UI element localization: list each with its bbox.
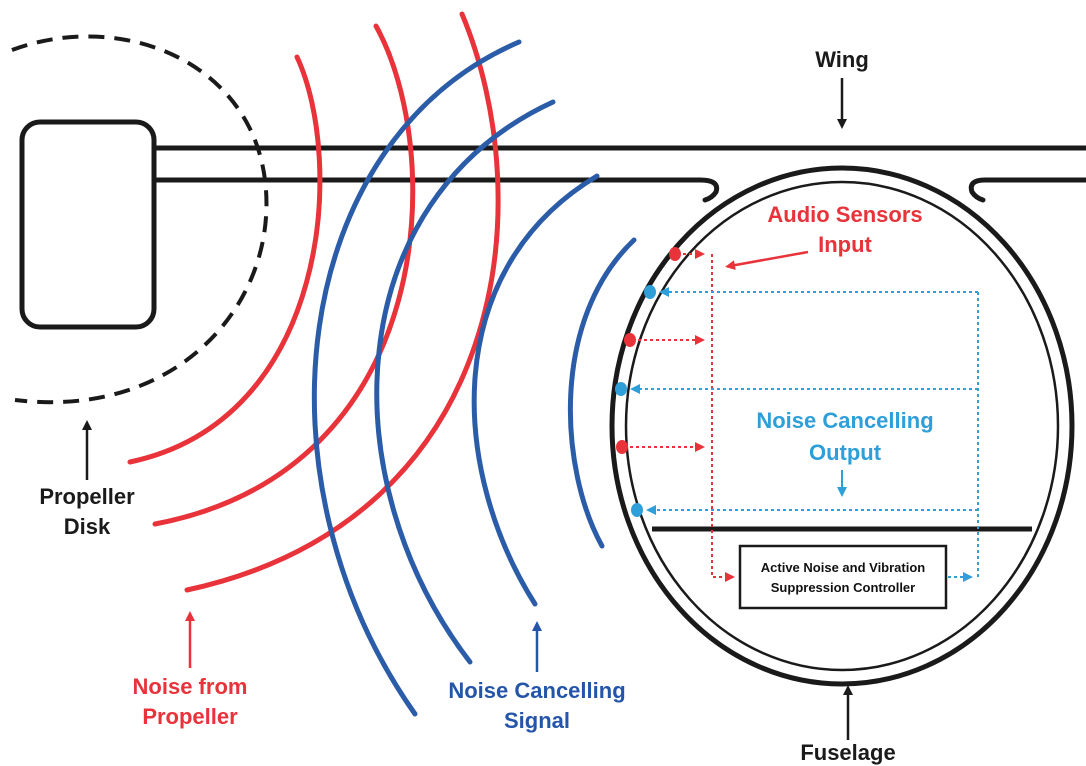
propeller-disk-label-line1: Propeller [39,484,135,509]
audio-sensors-label-line1: Audio Sensors [767,202,922,227]
noise-cancelling-output-label-line1: Noise Cancelling [756,408,933,433]
fuselage-inner [624,180,1060,672]
noise-from-propeller-label-line1: Noise from [133,674,248,699]
wing-bottom-edge-right [968,177,1086,203]
audio-sensor-dot-1 [669,247,681,261]
controller-box [738,544,948,610]
noise-cancelling-output-label-line2: Output [809,440,882,465]
controller-label-line1: Active Noise and Vibration [761,560,926,575]
cancel-wave-blue-3 [471,173,600,607]
wing-label: Wing [815,47,869,72]
cancel-wave-blue-4 [567,237,637,549]
speaker-dot-1 [644,285,656,299]
engine-nacelle [19,119,157,330]
noise-wave-red-3 [184,11,501,593]
fuselage-label: Fuselage [800,740,895,765]
wing-bottom-edge-left [151,177,720,203]
controller-label-line2: Suppression Controller [771,580,915,595]
noise-from-propeller-label-line2: Propeller [142,704,238,729]
audio-sensors-pointer-arrow [725,250,809,271]
propeller-disk-label-line2: Disk [64,514,111,539]
cancel-wave-blue-1 [311,39,522,717]
speaker-dot-2 [615,382,627,396]
audio-sensor-dot-2 [624,333,636,347]
audio-sensors-label-line2: Input [818,232,872,257]
noise-cancelling-signal-label-line1: Noise Cancelling [448,678,625,703]
speaker-dot-3 [631,503,643,517]
noise-wave-red-2 [152,23,416,527]
noise-wave-red-1 [127,54,323,465]
fuselage-outer [609,165,1075,687]
noise-cancelling-signal-label-line2: Signal [504,708,570,733]
audio-sensor-dot-3 [616,440,628,454]
cancel-wave-blue-2 [374,99,556,665]
